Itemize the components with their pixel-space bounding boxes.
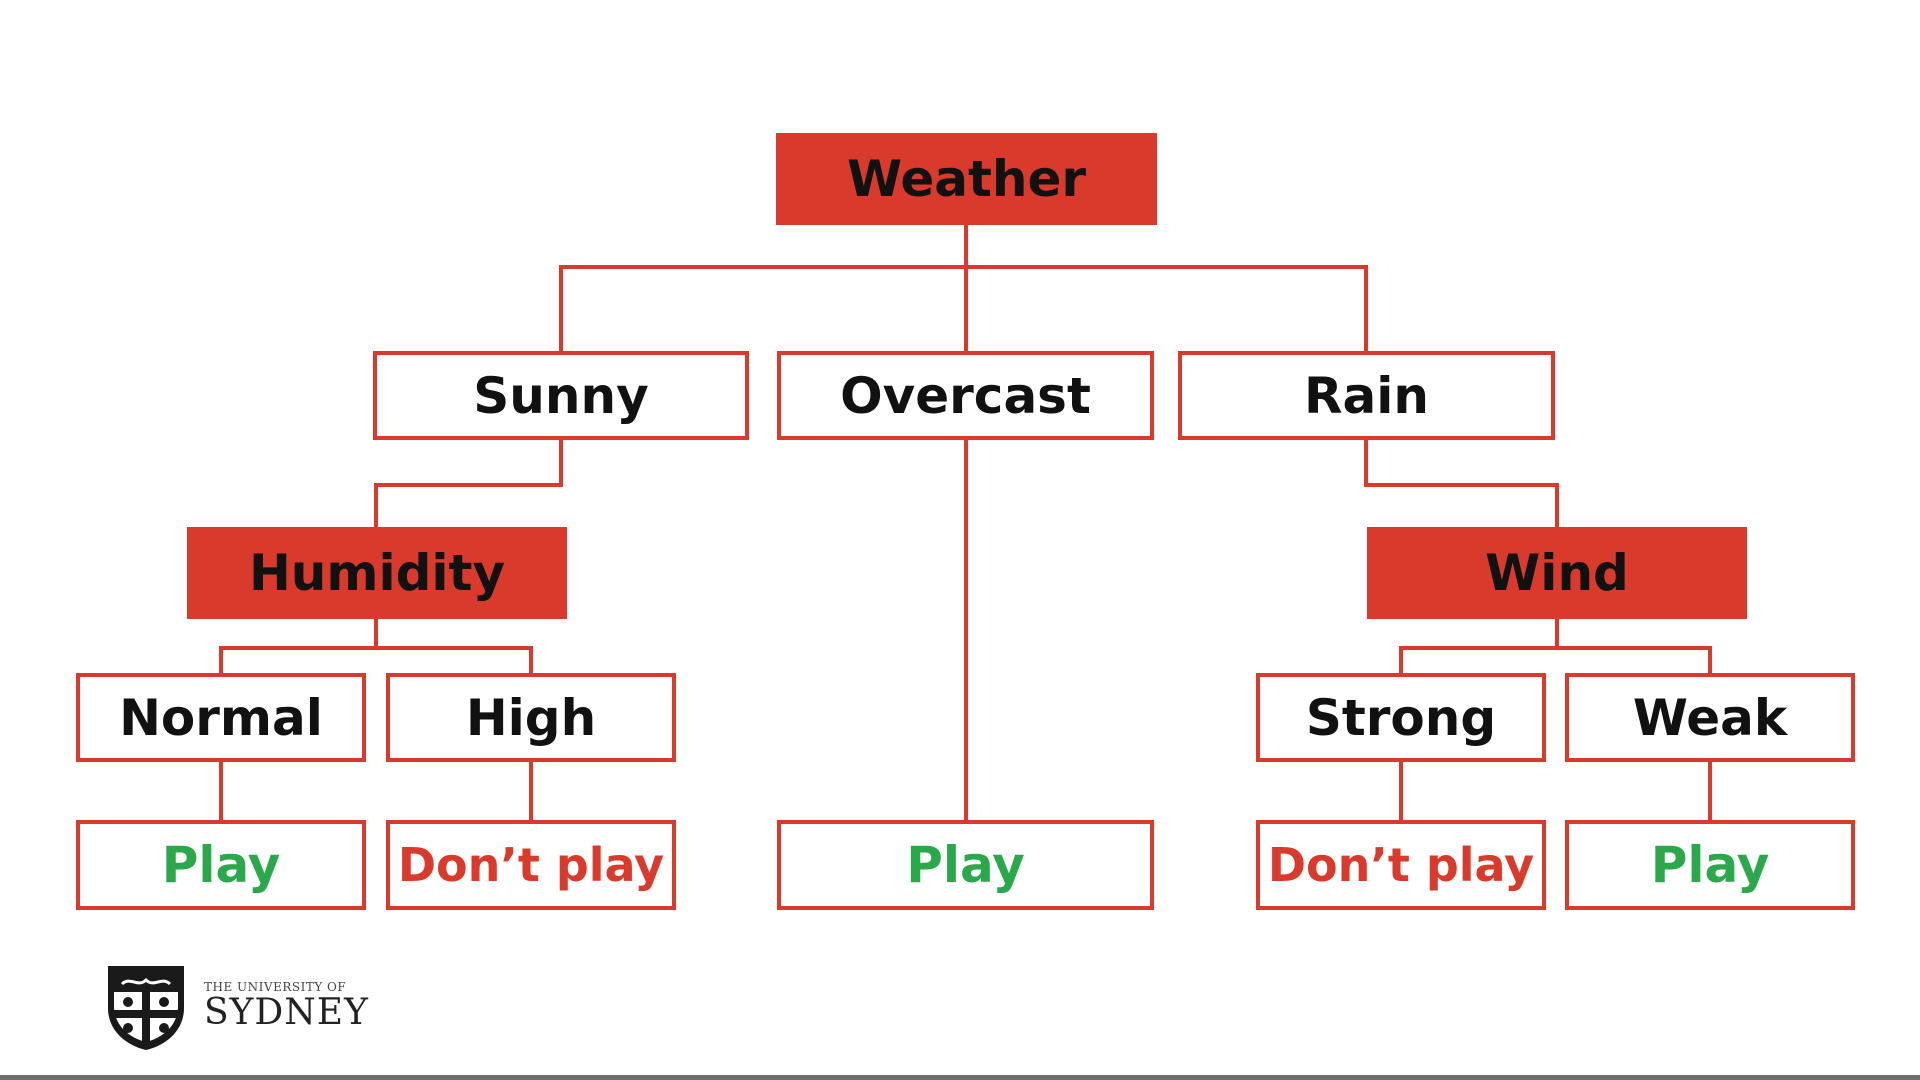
node-weather: Weather <box>776 133 1157 225</box>
node-overcast: Overcast <box>777 351 1154 440</box>
leaf-high-outcome: Don’t play <box>386 820 676 910</box>
node-overcast-label: Overcast <box>840 366 1091 425</box>
node-wind-label: Wind <box>1485 544 1629 602</box>
node-strong-label: Strong <box>1305 688 1497 747</box>
leaf-overcast-outcome-label: Play <box>906 836 1025 894</box>
university-logo: THE UNIVERSITY OF SYDNEY <box>100 958 380 1054</box>
leaf-weak-outcome-label: Play <box>1650 836 1770 894</box>
wordmark-line1: THE UNIVERSITY OF <box>204 980 347 994</box>
node-high-label: High <box>465 688 597 747</box>
node-strong: Strong <box>1256 673 1546 762</box>
node-rain: Rain <box>1178 351 1555 440</box>
node-weak: Weak <box>1565 673 1855 762</box>
university-wordmark: THE UNIVERSITY OF SYDNEY <box>204 980 369 1032</box>
bottom-bar <box>0 1075 1920 1080</box>
leaf-weak-outcome: Play <box>1565 820 1855 910</box>
node-humidity-label: Humidity <box>248 544 506 602</box>
leaf-strong-outcome-label: Don’t play <box>1267 838 1535 892</box>
university-crest-icon <box>108 966 184 1050</box>
node-sunny-label: Sunny <box>473 366 649 425</box>
node-normal: Normal <box>76 673 366 762</box>
node-high: High <box>386 673 676 762</box>
node-wind: Wind <box>1367 527 1747 619</box>
leaf-normal-outcome-label: Play <box>161 836 281 894</box>
connector-rain-wind <box>1364 438 1559 529</box>
leaf-normal-outcome: Play <box>76 820 366 910</box>
connector-sunny-humidity <box>374 438 563 529</box>
node-weak-label: Weak <box>1632 688 1788 747</box>
leaf-overcast-outcome: Play <box>777 820 1154 910</box>
node-normal-label: Normal <box>119 688 323 747</box>
node-humidity: Humidity <box>187 527 567 619</box>
leaf-high-outcome-label: Don’t play <box>397 838 665 892</box>
wordmark-line2: SYDNEY <box>204 992 369 1033</box>
node-sunny: Sunny <box>373 351 749 440</box>
node-weather-label: Weather <box>846 150 1087 208</box>
node-rain-label: Rain <box>1304 366 1429 425</box>
leaf-strong-outcome: Don’t play <box>1256 820 1546 910</box>
